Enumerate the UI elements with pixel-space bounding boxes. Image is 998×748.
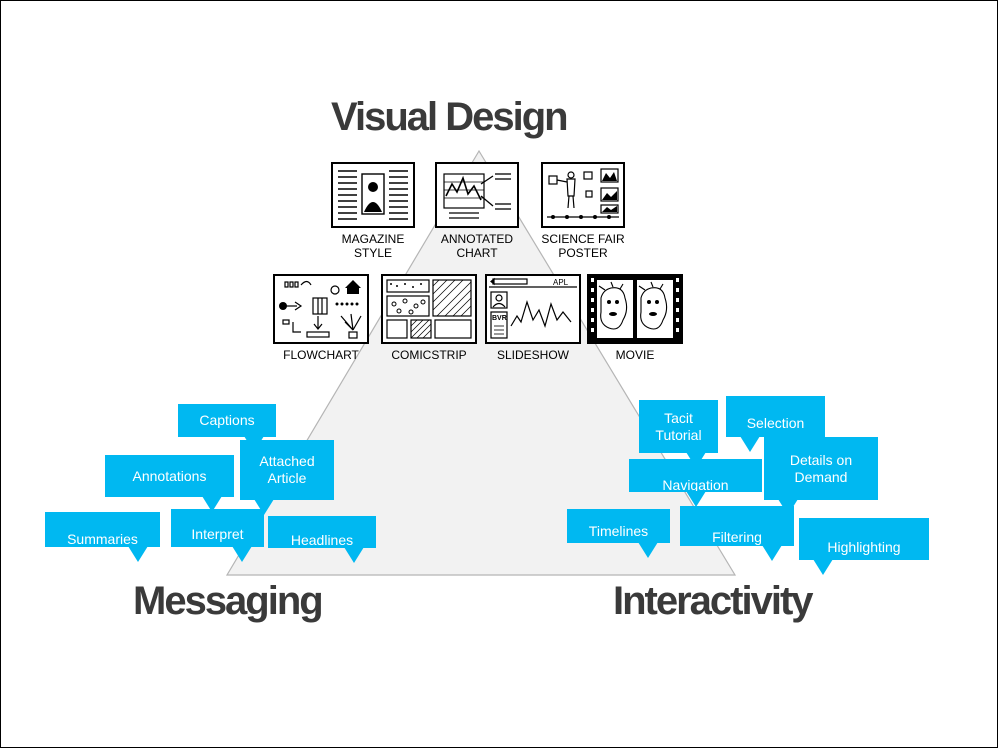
flowchart-thumbnail xyxy=(273,274,369,344)
slideshow-thumbnail: APL BVR xyxy=(485,274,581,344)
genre-flowchart: FLOWCHART xyxy=(273,274,369,362)
tag-captions-text: Captions xyxy=(199,412,255,428)
tag-navigation: Navigation xyxy=(629,459,762,507)
tag-navigation-text: Navigation xyxy=(662,477,729,493)
genre-label-magazine-line1: MAGAZINE xyxy=(341,232,405,246)
tag-selection: Selection xyxy=(726,396,825,452)
tag-annotations-text: Annotations xyxy=(132,467,207,484)
genre-label-annotated-line2: CHART xyxy=(456,246,498,260)
tag-details-on-demand: Details on Demand xyxy=(764,437,878,515)
triangle-shape xyxy=(225,149,737,576)
genre-label-slideshow: SLIDESHOW xyxy=(496,348,569,362)
genre-label-annotated-line1: ANNOTATED xyxy=(440,232,514,246)
slideshow-header-text: APL xyxy=(553,278,569,287)
tag-attached-article: Attached Article xyxy=(240,440,334,515)
genre-label-movie: MOVIE xyxy=(615,348,655,362)
tag-headlines-text: Headlines xyxy=(290,531,354,548)
genre-magazine-style: MAGAZINE STYLE xyxy=(327,162,419,260)
interactivity-heading: Interactivity xyxy=(613,579,814,623)
genre-label-flowchart: FLOWCHART xyxy=(283,348,359,362)
science-fair-poster-thumbnail xyxy=(541,162,625,228)
tag-filtering-text: Filtering xyxy=(712,528,762,545)
tag-timelines-text: Timelines xyxy=(588,522,649,539)
genre-comicstrip: COMICSTRIP xyxy=(377,274,481,362)
tag-interpret: Interpret xyxy=(171,509,264,562)
genre-science-fair-poster: SCIENCE FAIR POSTER xyxy=(533,162,633,260)
genre-annotated-chart: ANNOTATED CHART xyxy=(427,162,527,260)
movie-thumbnail xyxy=(587,274,683,344)
tag-details-on-demand-text: Details on Demand xyxy=(789,451,853,485)
genre-label-comicstrip: COMICSTRIP xyxy=(391,348,467,362)
annotated-chart-thumbnail xyxy=(435,162,519,228)
comicstrip-thumbnail xyxy=(381,274,477,344)
tag-filtering: Filtering xyxy=(680,506,794,561)
tag-attached-article-text: Attached Article xyxy=(259,453,315,486)
genre-movie: MOVIE xyxy=(583,274,687,362)
genre-slideshow: APL BVR SLIDESHOW xyxy=(481,274,585,362)
tag-captions: Captions xyxy=(178,404,276,452)
tag-interpret-text: Interpret xyxy=(191,525,244,542)
tag-annotations: Annotations xyxy=(105,455,234,512)
tag-summaries-text: Summaries xyxy=(67,531,138,547)
genre-label-science-line2: POSTER xyxy=(558,246,608,260)
genre-label-science-line1: SCIENCE FAIR xyxy=(541,232,625,246)
tag-highlighting-text: Highlighting xyxy=(827,538,901,555)
magazine-thumbnail xyxy=(331,162,415,228)
visual-design-heading: Visual Design xyxy=(331,95,569,139)
tag-highlighting: Highlighting xyxy=(799,518,929,575)
tag-tacit-tutorial: Tacit Tutorial xyxy=(639,400,718,468)
tag-selection-text: Selection xyxy=(746,415,805,431)
tag-summaries: Summaries xyxy=(45,512,160,562)
tag-tacit-tutorial-text: Tacit Tutorial xyxy=(655,409,702,443)
genre-label-magazine-line2: STYLE xyxy=(353,246,392,260)
tag-headlines: Headlines xyxy=(268,516,376,563)
slideshow-badge-text: BVR xyxy=(492,315,507,322)
messaging-heading: Messaging xyxy=(133,579,324,623)
tag-timelines: Timelines xyxy=(567,509,670,558)
